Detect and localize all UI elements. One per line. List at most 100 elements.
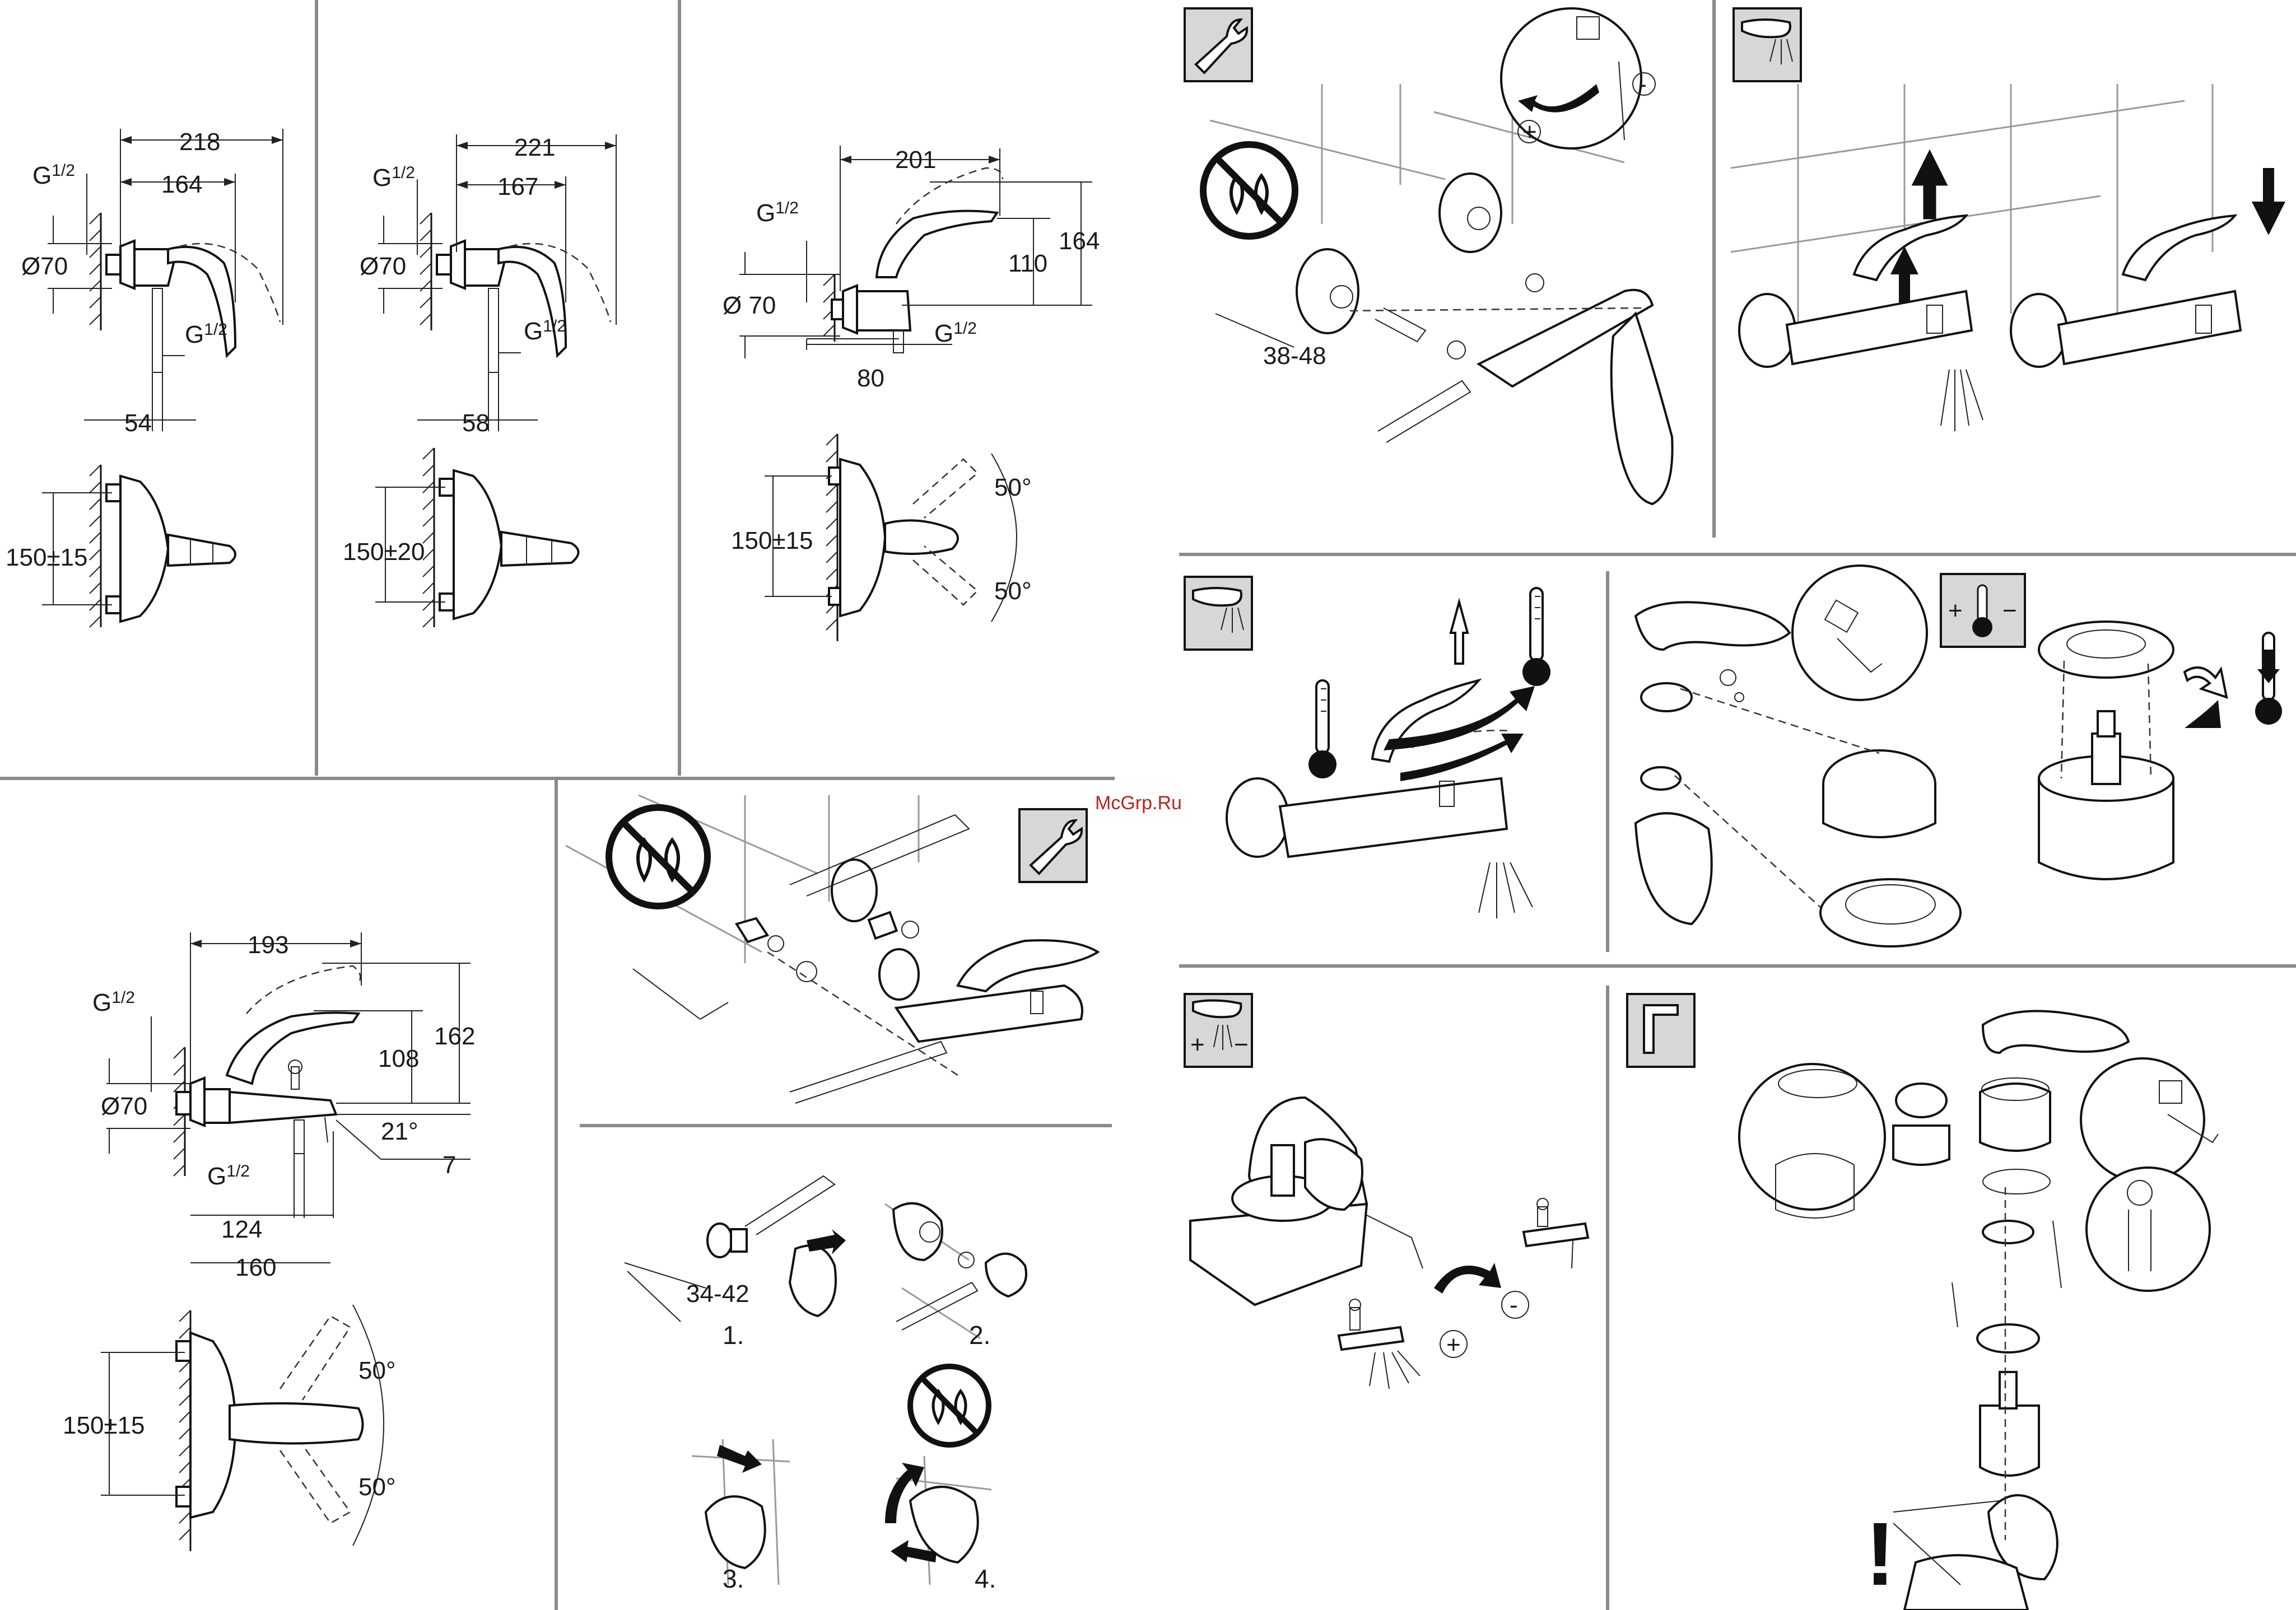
- no-water-icon: [1203, 144, 1295, 236]
- step-2: [885, 1203, 1026, 1338]
- handle-exploded: [1636, 566, 1960, 946]
- dim-angle-bottom: 50°: [358, 1473, 396, 1501]
- bath-mixer-body: [1227, 680, 1535, 918]
- no-water-icon: [609, 808, 707, 906]
- dim-d70: Ø70: [21, 253, 68, 280]
- dim-g-bottom: G1/2: [934, 319, 977, 347]
- panel-flow-adjust: + − + -: [1185, 994, 1588, 1389]
- panel-operate: McGrp.Ru: [1095, 577, 1550, 918]
- panel-shower-mixer-218: 218 164 G1/2 Ø70 G1/2 54 150±15: [6, 128, 283, 627]
- faucet-flush-icon: [1185, 577, 1252, 650]
- dim-150-20: 150±20: [343, 538, 425, 566]
- mixer-side-view: [437, 241, 611, 372]
- dim-193: 193: [248, 931, 288, 959]
- step-4-label: 4.: [975, 1564, 996, 1593]
- rotate-arrow: + -: [1434, 1263, 1529, 1359]
- dim-d70: Ø70: [360, 253, 406, 280]
- dim-218: 218: [179, 128, 220, 156]
- dim-124: 124: [221, 1216, 262, 1243]
- plus-sign: +: [1446, 1331, 1461, 1359]
- dim-g-bottom: G1/2: [185, 320, 227, 348]
- cartridge-open-view: [1190, 1098, 1423, 1305]
- spout-low-flow: [1524, 1198, 1588, 1268]
- dim-angle-bottom: 50°: [994, 577, 1032, 605]
- panel-flush: [1731, 8, 2285, 431]
- dim-54: 54: [124, 409, 152, 437]
- plus-sign: +: [1948, 597, 1963, 624]
- dim-221: 221: [514, 134, 555, 161]
- watermark: McGrp.Ru: [1095, 792, 1182, 814]
- plus-sign: +: [1522, 118, 1537, 146]
- spout-high-flow: [1339, 1299, 1420, 1389]
- flush-view-up: [1739, 151, 1983, 431]
- wrench-icon: [1019, 809, 1087, 882]
- panel-bath-install: [566, 795, 1098, 1103]
- hex-key-icon: [1627, 994, 1694, 1067]
- wall-hatch: [90, 213, 101, 330]
- dim-150-15: 150±15: [731, 527, 813, 554]
- mixer-front-view: [375, 448, 579, 627]
- dim-108: 108: [378, 1045, 419, 1072]
- panel-shower-install: + - 38-48: [1185, 8, 1673, 504]
- connector-exploded: [737, 815, 969, 1103]
- dim-g-top: G1/2: [756, 199, 799, 227]
- dim-7: 7: [443, 1151, 456, 1179]
- panel-temperature-limit: + −: [1636, 566, 2282, 946]
- panel-steps: 34-42 1. 2. 3.: [625, 1176, 1026, 1593]
- dim-150-15: 150±15: [63, 1412, 145, 1439]
- step-3-label: 3.: [723, 1564, 744, 1593]
- bath-mixer-body: [633, 940, 1098, 1042]
- temperature-adjust-icon: + −: [1941, 574, 2025, 647]
- dim-21-deg: 21°: [381, 1118, 418, 1145]
- no-water-icon: [910, 1366, 989, 1445]
- panel-bath-mixer-193: 193 G1/2 162 108 Ø70 21° G1/2 7 124 160 …: [63, 931, 475, 1551]
- dim-34-42: 34-42: [686, 1280, 749, 1308]
- dim-164: 164: [161, 171, 202, 198]
- dim-38-48: 38-48: [1263, 342, 1326, 370]
- plus-sign: +: [1190, 1031, 1205, 1058]
- dim-g-top: G1/2: [92, 988, 135, 1016]
- step-3: [692, 1439, 790, 1585]
- dim-162: 162: [434, 1023, 475, 1050]
- step-4: [885, 1366, 991, 1585]
- dim-angle-top: 50°: [358, 1357, 396, 1384]
- wrench-icon: [1185, 8, 1252, 81]
- tile-grid: [1731, 84, 2213, 325]
- panel-cartridge-replace: !: [1627, 994, 2218, 1610]
- minus-sign: −: [2002, 597, 2017, 624]
- wall-hatch: [420, 213, 431, 330]
- dim-201: 201: [895, 146, 936, 174]
- mixer-side-view: [176, 966, 360, 1154]
- faucet-flush-icon: [1734, 8, 1801, 81]
- dim-80: 80: [857, 365, 884, 392]
- dim-g-bottom: G1/2: [207, 1162, 250, 1190]
- exclamation-mark: !: [1865, 1504, 1895, 1604]
- dim-angle-top: 50°: [994, 474, 1032, 501]
- dim-150-15: 150±15: [6, 544, 88, 571]
- minus-sign: -: [1510, 1291, 1518, 1319]
- dim-58: 58: [462, 409, 490, 437]
- thermometer-icon: [1522, 588, 1550, 686]
- minus-sign: −: [1234, 1031, 1249, 1058]
- panel-shower-mixer-221: 221 167 G1/2 Ø70 G1/2 58 150±20: [343, 134, 616, 627]
- flush-view-down: [2011, 168, 2285, 367]
- panel-mixer-201: 201 164 110 G1/2 Ø 70 G1/2 80 150±15 50°…: [723, 146, 1100, 641]
- dim-164: 164: [1059, 227, 1100, 255]
- detail-zoom: + -: [1501, 8, 1655, 148]
- dim-160: 160: [235, 1254, 276, 1281]
- dim-g-top: G1/2: [372, 164, 415, 192]
- thermometer-icon: [2255, 633, 2282, 725]
- flow-adjust-icon: + −: [1185, 994, 1252, 1067]
- dim-d70: Ø70: [101, 1093, 147, 1120]
- thermometer-icon: [1308, 680, 1336, 778]
- cartridge-view: [2039, 622, 2227, 879]
- exploded-assembly: [1739, 1011, 2218, 1610]
- mixer-side-view: [832, 168, 1003, 353]
- minus-sign: -: [1638, 71, 1647, 98]
- step-2-label: 2.: [969, 1320, 990, 1350]
- dim-g-top: G1/2: [32, 161, 75, 189]
- dim-110: 110: [1008, 250, 1047, 277]
- mixer-side-view: [106, 241, 280, 372]
- dim-d70: Ø 70: [723, 292, 776, 319]
